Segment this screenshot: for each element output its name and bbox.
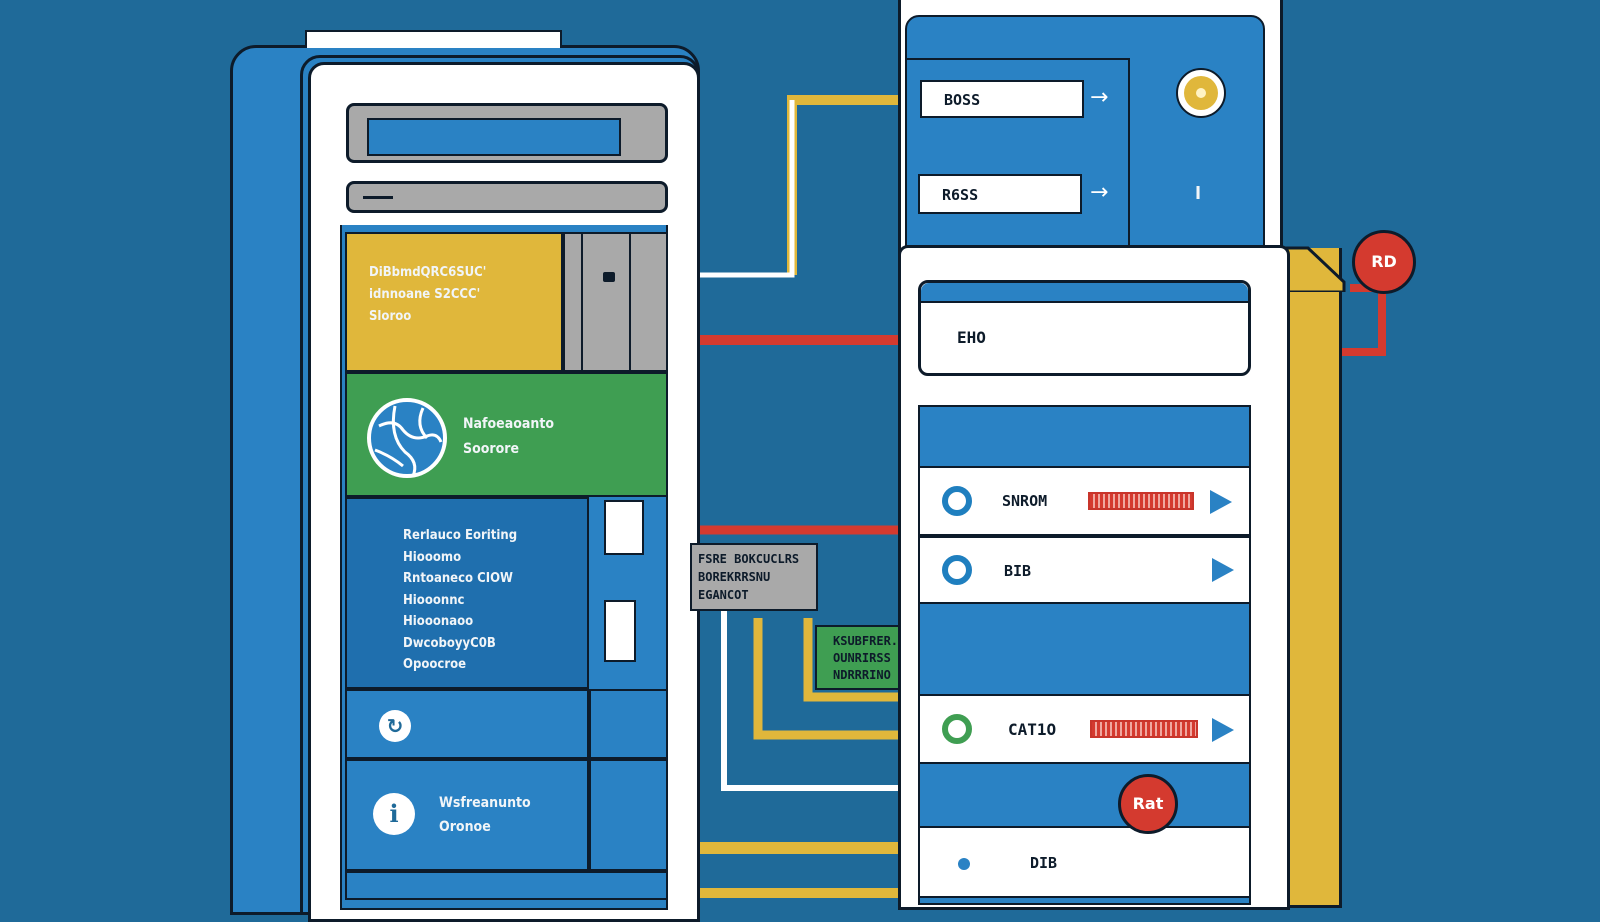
wire-top-yellow xyxy=(787,95,910,275)
green-connector-text: KSUBFRER. OUNRIRSS NDRRRINO xyxy=(833,634,899,682)
field-boss-arrow-icon[interactable]: → xyxy=(1090,85,1109,110)
drive-bay-1 xyxy=(346,103,668,163)
row-snrom[interactable]: SNROM xyxy=(918,466,1251,536)
top-mark: I xyxy=(1195,183,1202,204)
field-boss[interactable]: BOSS xyxy=(920,80,1084,118)
info-row-text: Wsfreanunto Oronoe xyxy=(439,795,531,835)
row-bib-status-icon xyxy=(942,555,972,585)
blue-list-text: Rerlauco Eoriting Hiooomo Rntoaneco CIOW… xyxy=(403,528,518,672)
row-snrom-label: SNROM xyxy=(1002,492,1048,510)
badge-top-text: RD xyxy=(1371,252,1397,271)
row-dib-status-icon xyxy=(958,858,970,870)
display-label: EHO xyxy=(957,328,986,347)
port-connector xyxy=(603,272,615,282)
drive-bay-2-line xyxy=(363,196,393,199)
side-connector-lower xyxy=(604,600,636,662)
badge-top[interactable]: RD xyxy=(1352,230,1416,294)
port-divider-1 xyxy=(581,234,583,370)
row-snrom-status-icon xyxy=(942,486,972,516)
drive-bay-2 xyxy=(346,181,668,213)
yellow-side-rail xyxy=(1280,248,1342,908)
row-cat1o[interactable]: CAT1O xyxy=(918,694,1251,764)
left-tower-lid xyxy=(305,30,562,48)
icon-row-side-1 xyxy=(589,689,668,759)
wire-yellow-loop-2 xyxy=(803,618,920,702)
icon-row-bottom xyxy=(345,871,668,900)
gray-connector-box: FSRE BOKCUCLRS BOREKRRSNU EGANCOT xyxy=(690,543,818,611)
row-dib[interactable]: DIB xyxy=(918,826,1251,898)
field-boss-label: BOSS xyxy=(944,91,981,109)
row-snrom-play-icon[interactable] xyxy=(1210,490,1232,514)
yellow-info-block: DiBbmdQRC6SUC' idnnoane S2CCC' Sloroo xyxy=(345,232,563,372)
globe-icon xyxy=(367,398,447,478)
row-bib-label: BIB xyxy=(1004,562,1032,580)
icon-row-sync[interactable]: ↻ xyxy=(345,689,589,759)
row-snrom-progress-bar xyxy=(1088,492,1194,510)
row-cat1o-play-icon[interactable] xyxy=(1212,718,1234,742)
row-bib[interactable]: BIB xyxy=(918,536,1251,604)
row-bib-play-icon[interactable] xyxy=(1212,558,1234,582)
row-cat1o-status-icon xyxy=(942,714,972,744)
drive-bay-1-slot xyxy=(367,118,621,156)
badge-bottom[interactable]: Rat xyxy=(1118,774,1178,834)
sun-icon xyxy=(1176,68,1226,118)
icon-row-info[interactable]: i Wsfreanunto Oronoe xyxy=(345,759,589,871)
field-r6ss-label: R6SS xyxy=(942,186,979,204)
green-info-block: Nafoeaoanto Soorore xyxy=(345,372,668,497)
row-dib-label: DIB xyxy=(1030,854,1058,872)
sun-icon-core xyxy=(1184,76,1218,110)
row-cat1o-progress-bar xyxy=(1090,720,1198,738)
badge-bottom-text: Rat xyxy=(1132,794,1164,813)
right-tower-top-divider-h xyxy=(905,58,1130,60)
blue-list-block: Rerlauco Eoriting Hiooomo Rntoaneco CIOW… xyxy=(345,497,589,689)
port-divider-2 xyxy=(629,234,631,370)
field-r6ss[interactable]: R6SS xyxy=(918,174,1082,214)
display-header-bar xyxy=(921,283,1248,303)
sync-icon: ↻ xyxy=(379,710,411,742)
field-r6ss-arrow-icon[interactable]: → xyxy=(1090,180,1109,205)
side-connector-upper xyxy=(604,500,644,555)
sun-icon-center xyxy=(1196,88,1206,98)
display-screen[interactable]: EHO xyxy=(918,280,1251,376)
gray-connector-text: FSRE BOKCUCLRS BOREKRRSNU EGANCOT xyxy=(698,552,800,602)
right-tower-top-divider xyxy=(1128,60,1130,247)
yellow-block-text: DiBbmdQRC6SUC' idnnoane S2CCC' Sloroo xyxy=(369,265,487,324)
row-cat1o-label: CAT1O xyxy=(1008,720,1057,739)
gray-port-panel xyxy=(563,232,668,372)
info-icon: i xyxy=(373,793,415,835)
green-block-text: Nafoeaoanto Soorore xyxy=(463,416,555,457)
wire-yellow-loop-1 xyxy=(753,618,920,740)
icon-row-side-2 xyxy=(589,759,668,871)
